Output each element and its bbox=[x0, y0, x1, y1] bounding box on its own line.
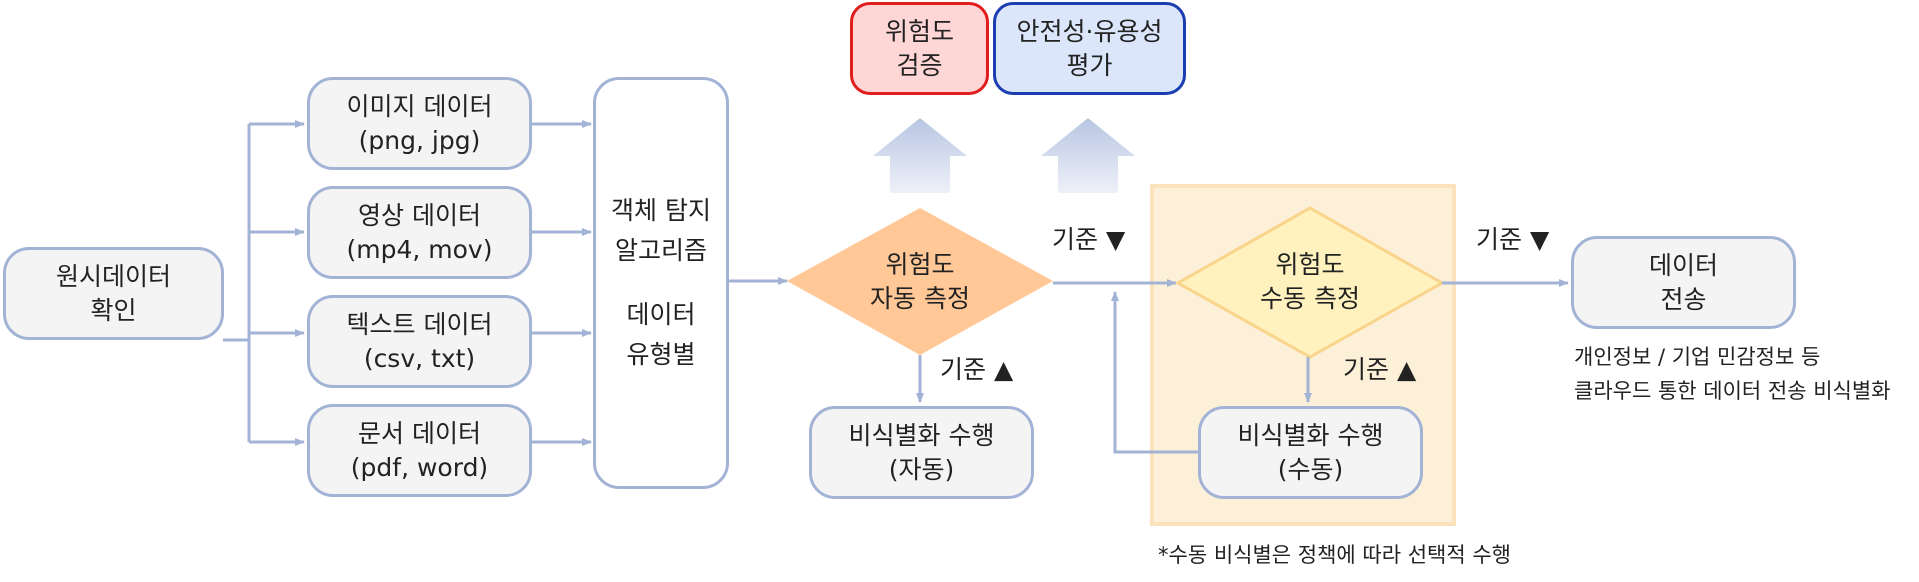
criterion-down-label-1: 기준 ▼ bbox=[1052, 225, 1126, 254]
raw-data-box: 원시데이터 확인 bbox=[3, 247, 224, 340]
algorithm-box: 객체 탐지 알고리즘 데이터 유형별 bbox=[593, 77, 729, 489]
algorithm-line-2: 알고리즘 bbox=[614, 236, 707, 265]
safety-eval-line-1: 안전성·유용성 bbox=[1016, 16, 1163, 46]
branch-connector bbox=[223, 120, 305, 446]
video-data-line-1: 영상 데이터 bbox=[358, 200, 481, 230]
raw-data-line-2: 확인 bbox=[90, 295, 137, 325]
deid-auto-box: 비식별화 수행 (자동) bbox=[809, 406, 1034, 499]
risk-verify-line-1: 위험도 bbox=[884, 16, 954, 46]
deid-manual-line-1: 비식별화 수행 bbox=[1237, 420, 1384, 450]
risk-manual-diamond bbox=[1174, 206, 1446, 359]
data-transfer-line-2: 전송 bbox=[1660, 284, 1707, 314]
document-data-line-2: (pdf, word) bbox=[350, 452, 489, 482]
up-arrow-verify bbox=[873, 118, 967, 193]
transfer-note: 개인정보 / 기업 민감정보 등 클라우드 통한 데이터 전송 비식별화 bbox=[1574, 340, 1891, 408]
transfer-note-line-1: 개인정보 / 기업 민감정보 등 bbox=[1574, 345, 1821, 369]
deid-manual-line-2: (수동) bbox=[1277, 454, 1344, 484]
risk-verify-box: 위험도 검증 bbox=[850, 2, 989, 95]
deid-auto-line-1: 비식별화 수행 bbox=[848, 420, 995, 450]
deid-manual-box: 비식별화 수행 (수동) bbox=[1198, 406, 1423, 499]
criterion-up-label-2: 기준 ▲ bbox=[1343, 355, 1417, 384]
algorithm-line-1: 객체 탐지 bbox=[611, 196, 711, 225]
up-arrow-eval bbox=[1041, 118, 1135, 193]
loop-back-arrow bbox=[1111, 291, 1200, 454]
data-type-line-1: 데이터 bbox=[626, 300, 696, 329]
risk-manual-line-1: 위험도 bbox=[1275, 250, 1345, 279]
image-data-box: 이미지 데이터 (png, jpg) bbox=[307, 77, 532, 170]
video-data-box: 영상 데이터 (mp4, mov) bbox=[307, 186, 532, 279]
type-to-algorithm-arrows bbox=[532, 120, 592, 446]
manual-note: *수동 비식별은 정책에 따라 선택적 수행 bbox=[1158, 543, 1511, 567]
video-data-line-2: (mp4, mov) bbox=[346, 234, 493, 264]
safety-eval-box: 안전성·유용성 평가 bbox=[993, 2, 1186, 95]
risk-auto-diamond bbox=[787, 208, 1053, 355]
criterion-up-label-1: 기준 ▲ bbox=[940, 355, 1014, 384]
risk-auto-line-2: 자동 측정 bbox=[870, 284, 970, 313]
data-transfer-box: 데이터 전송 bbox=[1571, 236, 1796, 329]
data-transfer-line-1: 데이터 bbox=[1648, 250, 1718, 280]
risk-verify-line-2: 검증 bbox=[896, 50, 943, 80]
image-data-line-1: 이미지 데이터 bbox=[346, 91, 493, 121]
text-data-box: 텍스트 데이터 (csv, txt) bbox=[307, 295, 532, 388]
safety-eval-line-2: 평가 bbox=[1066, 50, 1113, 80]
risk-auto-text: 위험도 자동 측정 bbox=[820, 246, 1020, 318]
document-data-line-1: 문서 데이터 bbox=[358, 418, 481, 448]
data-type-line-2: 유형별 bbox=[626, 340, 696, 369]
text-data-line-2: (csv, txt) bbox=[363, 343, 476, 373]
raw-data-line-1: 원시데이터 bbox=[55, 261, 171, 291]
transfer-note-line-2: 클라우드 통한 데이터 전송 비식별화 bbox=[1574, 379, 1891, 403]
risk-auto-line-1: 위험도 bbox=[885, 250, 955, 279]
text-data-line-1: 텍스트 데이터 bbox=[346, 309, 493, 339]
risk-manual-line-2: 수동 측정 bbox=[1260, 284, 1360, 313]
risk-manual-text: 위험도 수동 측정 bbox=[1210, 246, 1410, 318]
deid-auto-line-2: (자동) bbox=[888, 454, 955, 484]
image-data-line-2: (png, jpg) bbox=[358, 125, 481, 155]
criterion-down-label-2: 기준 ▼ bbox=[1476, 225, 1550, 254]
document-data-box: 문서 데이터 (pdf, word) bbox=[307, 404, 532, 497]
